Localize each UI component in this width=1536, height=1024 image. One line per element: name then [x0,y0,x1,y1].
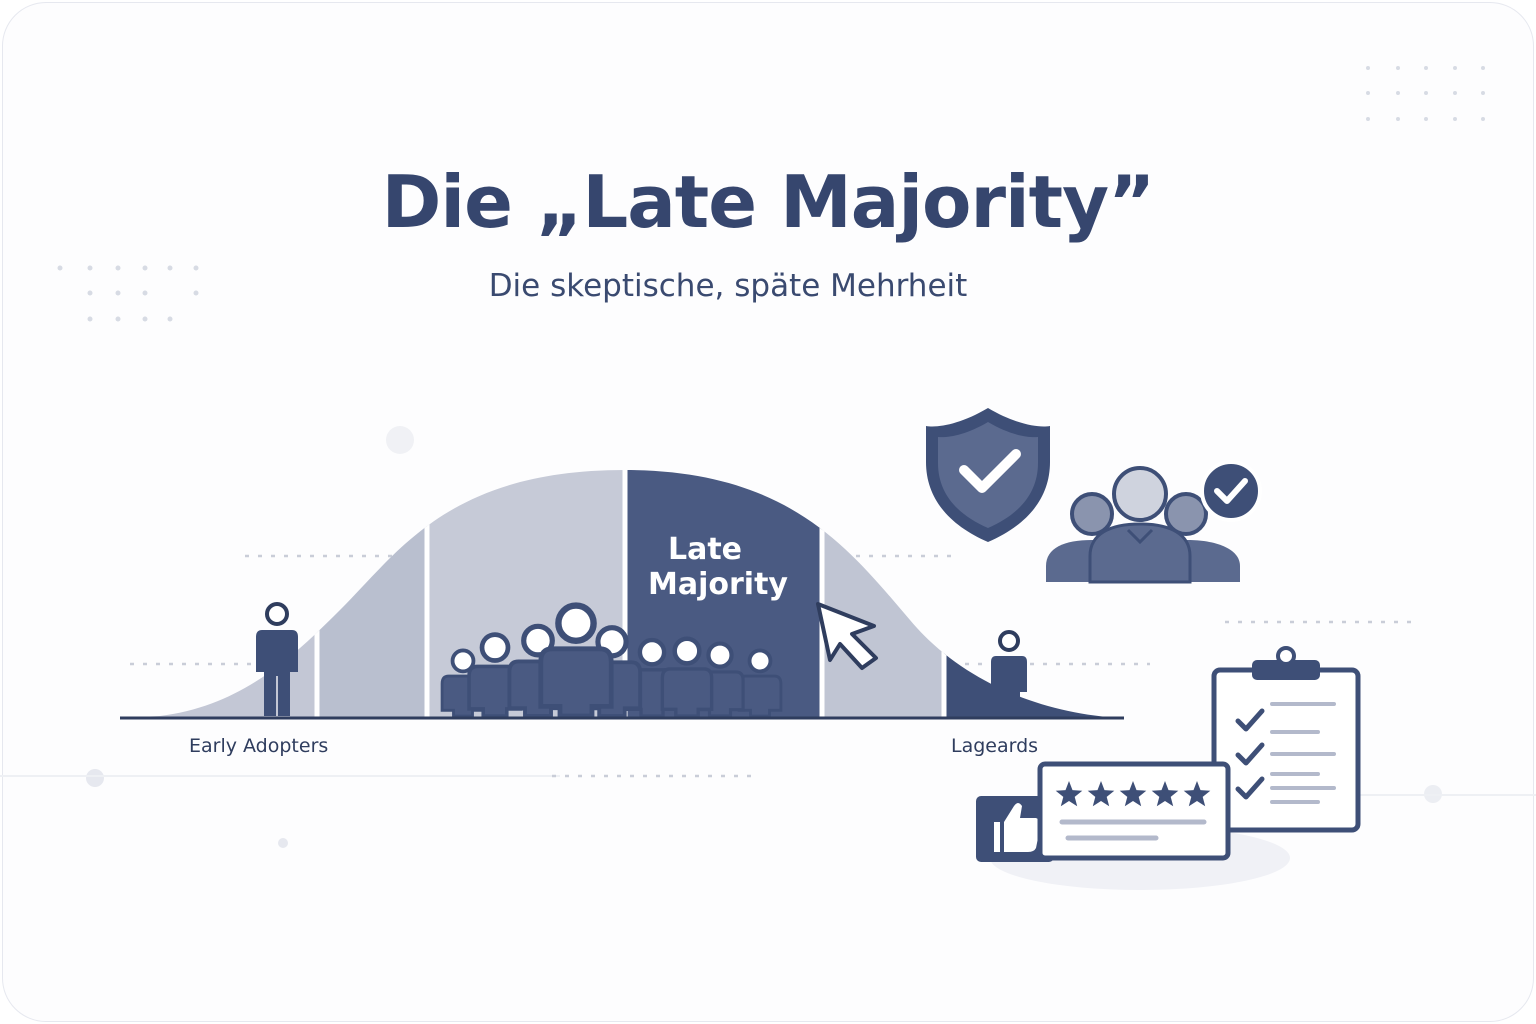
star-rating [1055,781,1211,807]
label-early-adopters: Early Adopters [189,735,329,757]
late-majority-label-line1: Late [668,532,742,567]
decor-dots-left [57,265,199,322]
star-icon [1087,781,1115,807]
star-icon [1151,781,1179,807]
person-icon [991,630,1027,716]
star-icon [1119,781,1147,807]
page-title: Die „Late Majority” [381,160,1156,244]
thumbs-up-icon [976,796,1054,862]
label-laggards: Lageards [951,735,1039,757]
person-icon [256,602,298,716]
decor-blob [86,769,104,787]
checklist-clipboard-icon [1211,646,1361,833]
page-subtitle: Die skeptische, späte Mehrheit [488,268,968,304]
dashed-guides [130,554,1415,778]
decor-blob [386,426,414,454]
late-majority-label-line2: Majority [648,567,788,602]
decor-blob [278,838,288,848]
group-approved-icon [1046,460,1262,584]
star-icon [1055,781,1083,807]
shield-check-icon [926,408,1050,542]
cursor-arrow-icon [816,602,878,670]
decor-dots-top-right [1366,66,1485,121]
star-icon [1183,781,1211,807]
segment-late-majority-right [822,470,944,718]
segment-early-majority-left [317,470,427,718]
star-rating-card-icon [1037,761,1231,861]
